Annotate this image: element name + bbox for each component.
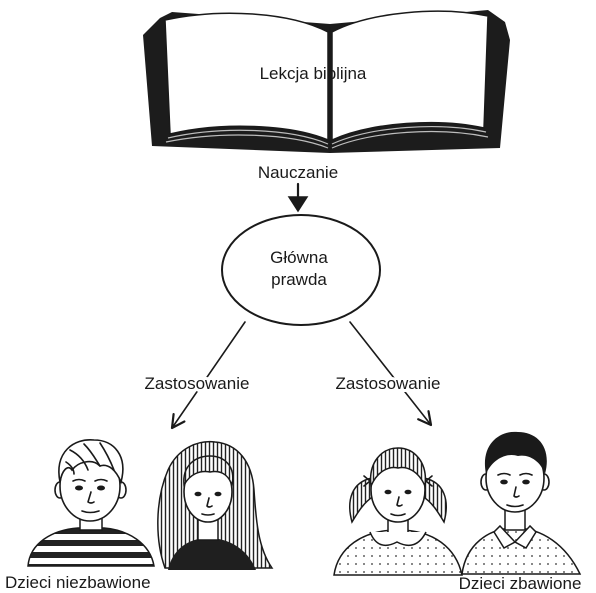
collar-boy-hair	[484, 431, 547, 474]
girl-mouth	[201, 513, 215, 516]
collar-boy-eye-left	[500, 479, 508, 485]
pigtail-right	[421, 477, 447, 524]
collar-boy-brows	[497, 472, 533, 476]
main-truth-line1: Główna	[270, 248, 328, 267]
pigtail-girl-mouth	[390, 513, 406, 517]
boy-nose	[87, 491, 95, 504]
bible-book-illustration: Lekcja biblijna	[143, 10, 510, 153]
teaching-label: Nauczanie	[258, 163, 338, 182]
collar-boy-eye-right	[522, 479, 530, 485]
pigtail-left	[349, 477, 375, 524]
application-arrow-right-head	[417, 410, 433, 427]
boy-striped-shirt	[27, 527, 155, 567]
collar-boy-neck	[504, 509, 526, 531]
boy-eye-left	[75, 485, 83, 491]
book-page-edges	[165, 126, 489, 149]
application-arrow-right	[349, 321, 433, 427]
girl-nose	[206, 497, 213, 508]
girl-dark-sweater	[168, 538, 256, 570]
boy-hair-strands	[65, 442, 115, 475]
saved-boy-illustration	[461, 431, 582, 575]
pigtail-girl-nose	[396, 496, 403, 507]
unsaved-girl-illustration	[157, 440, 274, 570]
pigtail-girl-eye-left	[384, 489, 392, 495]
girl-bangs	[183, 455, 234, 488]
boy-brows	[72, 478, 108, 482]
girl-eye-left	[194, 491, 202, 497]
unsaved-children-illustration	[27, 439, 274, 570]
teaching-arrow	[287, 182, 309, 213]
girl-eye-right	[214, 491, 222, 497]
collar-boy-nose	[513, 486, 520, 498]
application-arrow-left	[170, 321, 246, 430]
saved-children-illustration	[333, 431, 582, 576]
application-arrow-left-shaft	[171, 321, 246, 429]
saved-children-label: Dzieci zbawione	[459, 574, 582, 593]
book-label: Lekcja biblijna	[260, 64, 367, 83]
saved-girl-illustration	[333, 447, 463, 576]
boy-mouth	[81, 510, 100, 514]
collar-boy-collar	[493, 524, 537, 549]
book-right-page	[331, 10, 489, 142]
collar-boy-mouth	[506, 504, 524, 508]
main-truth-ellipse	[221, 214, 381, 326]
application-label-left: Zastosowanie	[145, 374, 250, 393]
pigtail-girl-eye-right	[404, 489, 412, 495]
pigtail-girl-collar	[369, 531, 427, 547]
application-label-right: Zastosowanie	[336, 374, 441, 393]
unsaved-children-label: Dzieci niezbawione	[5, 573, 151, 592]
unsaved-boy-illustration	[27, 439, 155, 567]
book-left-page	[164, 12, 329, 142]
teaching-arrow-head	[287, 196, 309, 213]
application-arrow-left-head	[170, 413, 186, 430]
main-truth-node: Główna prawda	[221, 214, 381, 326]
pigtail-girl-hair	[369, 447, 427, 489]
application-arrow-right-shaft	[349, 321, 432, 426]
boy-eye-right	[97, 485, 105, 491]
main-truth-line2: prawda	[271, 270, 327, 289]
boy-hair	[58, 439, 124, 485]
